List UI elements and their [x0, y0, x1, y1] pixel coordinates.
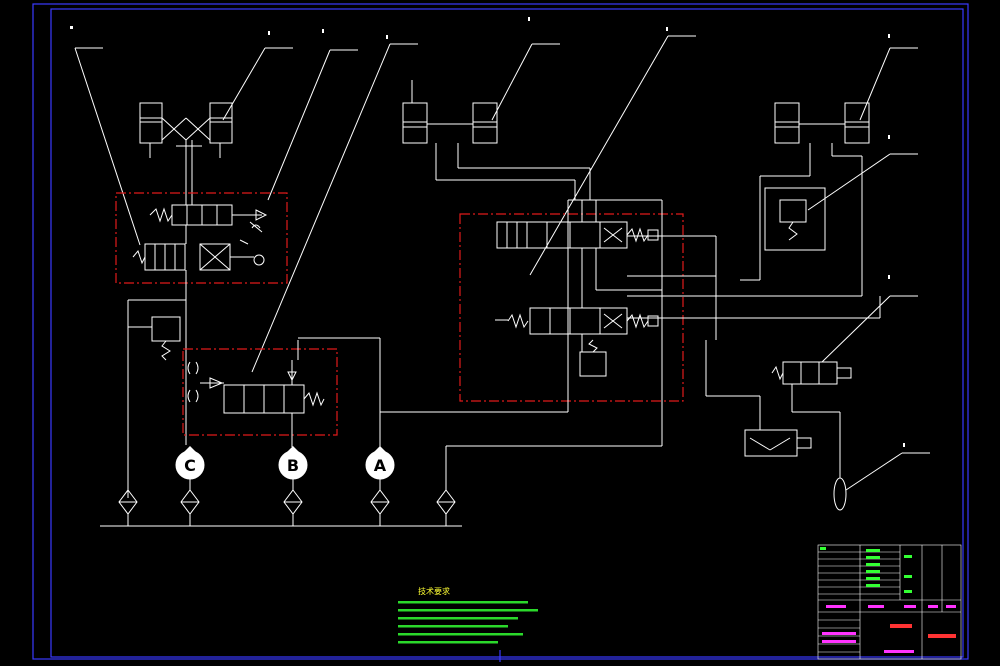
- technical-notes-lines: [398, 601, 538, 644]
- technical-notes-title: 技术要求: [418, 586, 450, 596]
- pump-b: B: [278, 446, 308, 480]
- right-solenoid-valve: [705, 236, 852, 511]
- leader-index-marks: [70, 17, 905, 447]
- technical-notes: 技术要求: [398, 586, 538, 644]
- title-block: [817, 544, 962, 660]
- leader-lines: [74, 35, 930, 491]
- pump-c-label: C: [184, 456, 196, 475]
- pump-a-label: A: [374, 456, 387, 475]
- left-valve-group: [115, 192, 288, 445]
- pump-c: C: [175, 446, 205, 480]
- right-cylinder-pair: [759, 102, 870, 296]
- left-cylinder-pair: [139, 102, 233, 205]
- right-pressure-valve: [716, 187, 881, 319]
- pump-b-label: B: [287, 456, 299, 475]
- center-cylinder-pair: [402, 80, 591, 200]
- left-relief-valve: [127, 299, 186, 498]
- center-left-valve-group: [182, 340, 338, 447]
- sheet-frame: [32, 3, 969, 662]
- tank-filters: [100, 337, 662, 527]
- center-valve-group: [459, 199, 716, 446]
